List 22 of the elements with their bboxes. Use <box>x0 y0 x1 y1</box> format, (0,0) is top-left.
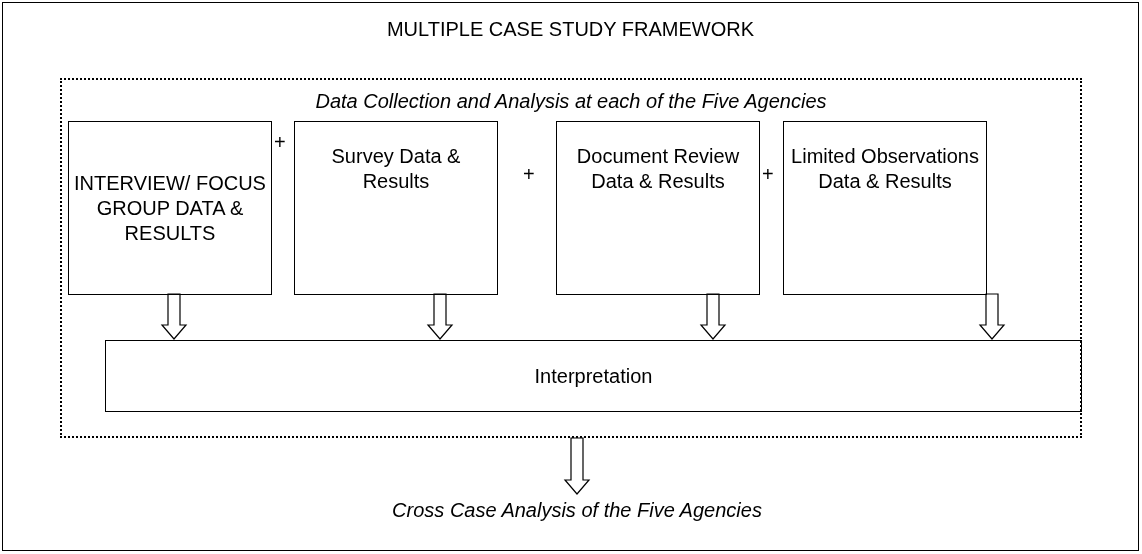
process-box <box>294 121 498 295</box>
plus-sign: + <box>274 130 286 155</box>
plus-sign: + <box>523 162 535 187</box>
block-arrow <box>160 293 188 340</box>
box-text: Interpretation <box>533 363 654 389</box>
title: MULTIPLE CASE STUDY FRAMEWORK <box>385 17 756 42</box>
process-box <box>783 121 987 295</box>
box-text: Limited Observations Data & Results <box>790 144 980 194</box>
block-arrow <box>978 293 1006 340</box>
block-arrow <box>426 293 454 340</box>
plus-sign: + <box>762 162 774 187</box>
box-text: Survey Data & Results <box>330 144 462 194</box>
process-box <box>68 121 272 295</box>
process-box <box>105 340 1082 412</box>
block-arrow <box>699 293 727 340</box>
process-box <box>556 121 760 295</box>
box-text: Document Review Data & Results <box>575 144 741 194</box>
group-heading: Data Collection and Analysis at each of the Five Agencies <box>314 89 828 114</box>
block-arrow <box>563 437 591 495</box>
box-text: INTERVIEW/ FOCUS GROUP DATA & RESULTS <box>73 170 267 246</box>
dotted-group-box <box>60 78 1082 438</box>
box-text: Cross Case Analysis of the Five Agencies <box>391 497 763 523</box>
